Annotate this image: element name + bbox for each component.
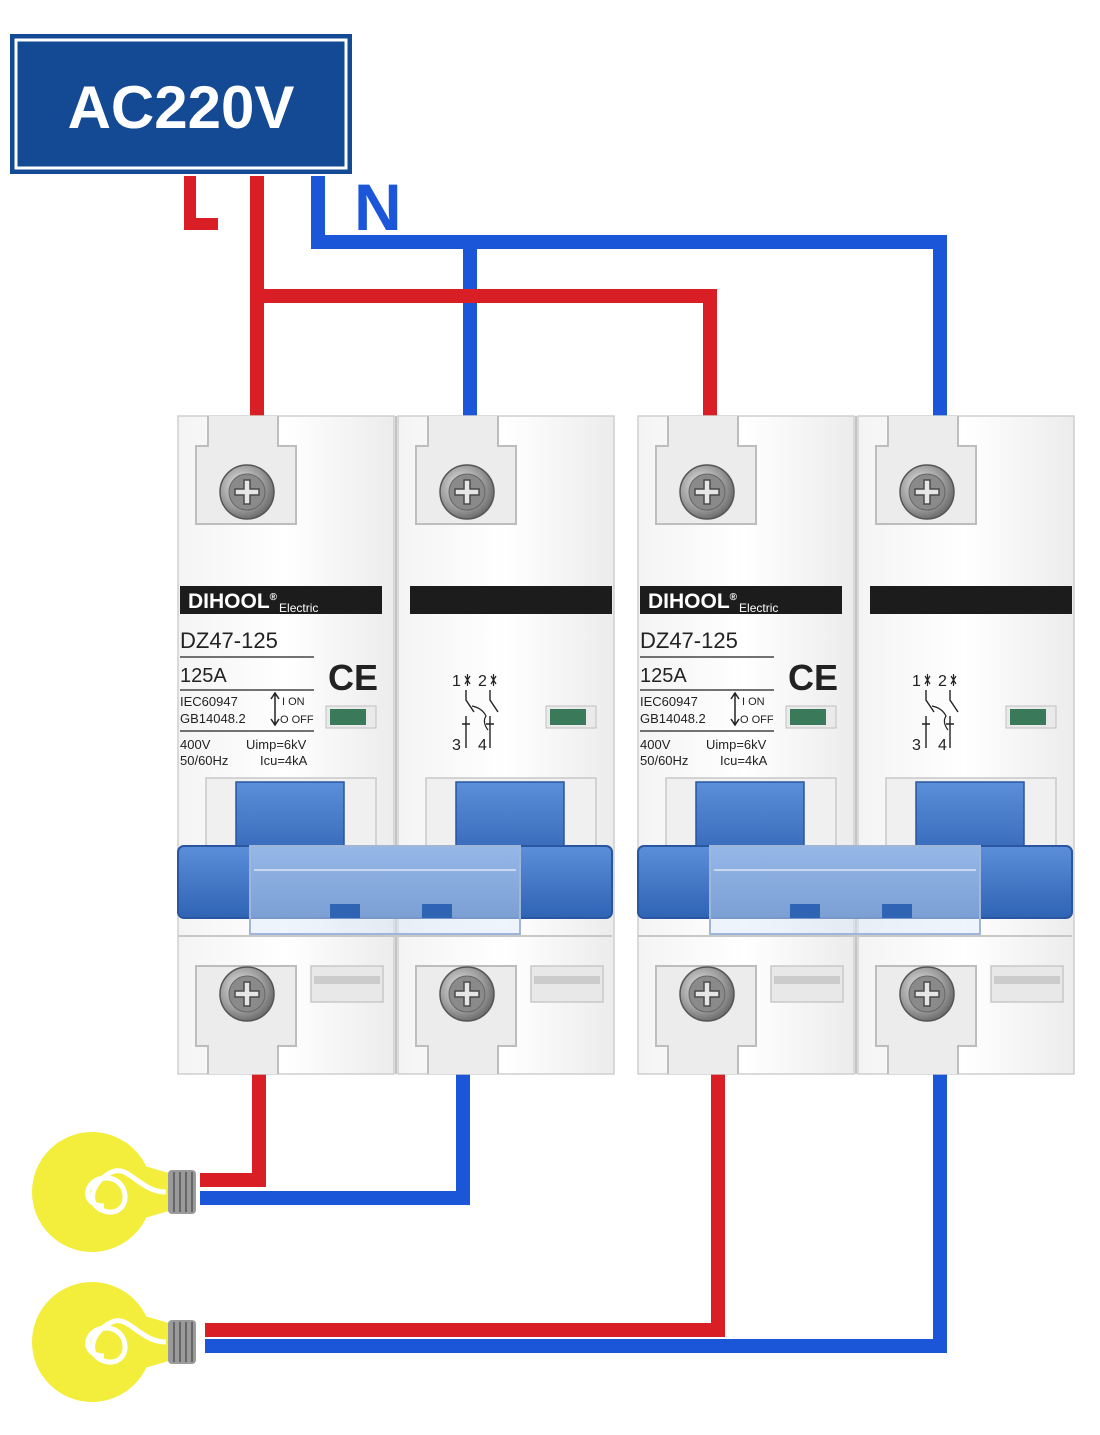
impulse-voltage: Uimp=6kV bbox=[246, 737, 307, 752]
status-indicator bbox=[330, 709, 366, 725]
breaker-pole bbox=[637, 415, 855, 1075]
screw-icon bbox=[899, 966, 955, 1022]
light-bulb-icon bbox=[32, 1282, 196, 1402]
rated-voltage: 400V bbox=[640, 737, 671, 752]
screw-icon bbox=[679, 464, 735, 520]
svg-text:1: 1 bbox=[452, 673, 461, 690]
neutral-wire-load-1 bbox=[200, 1074, 470, 1205]
light-bulb-icon bbox=[32, 1132, 196, 1252]
model-number: DZ47-125 bbox=[640, 628, 738, 653]
screw-icon bbox=[219, 464, 275, 520]
status-indicator bbox=[790, 709, 826, 725]
breaker-pole bbox=[177, 415, 395, 1075]
impulse-voltage: Uimp=6kV bbox=[706, 737, 767, 752]
brand-name: DIHOOL®Electric bbox=[648, 590, 778, 615]
status-indicator bbox=[550, 709, 586, 725]
current-rating: 125A bbox=[640, 665, 687, 687]
blank-label-bar bbox=[410, 586, 612, 614]
status-indicator bbox=[1010, 709, 1046, 725]
line-wire-load-2 bbox=[205, 1074, 725, 1337]
svg-text:1: 1 bbox=[912, 673, 921, 690]
neutral-label: N bbox=[354, 170, 402, 244]
breaking-capacity: Icu=4kA bbox=[260, 753, 308, 768]
svg-text:2: 2 bbox=[938, 673, 947, 690]
svg-text:4: 4 bbox=[938, 737, 947, 754]
breaking-capacity: Icu=4kA bbox=[720, 753, 768, 768]
ce-mark: CE bbox=[788, 657, 838, 698]
breaker-pole bbox=[857, 415, 1075, 1075]
screw-icon bbox=[439, 966, 495, 1022]
standard-label: GB14048.2 bbox=[180, 711, 246, 726]
off-label: O OFF bbox=[740, 714, 774, 726]
line-wire-load-1 bbox=[200, 1074, 266, 1187]
handle-tie-bar[interactable] bbox=[637, 845, 1073, 935]
ce-mark: CE bbox=[328, 657, 378, 698]
off-label: O OFF bbox=[280, 714, 314, 726]
supply-label: AC220V bbox=[68, 74, 295, 141]
handle-tie-bar[interactable] bbox=[177, 845, 613, 935]
breaker-pole bbox=[397, 415, 615, 1075]
screw-icon bbox=[679, 966, 735, 1022]
neutral-wire-trunk bbox=[311, 176, 947, 416]
screw-icon bbox=[219, 966, 275, 1022]
model-number: DZ47-125 bbox=[180, 628, 278, 653]
frequency: 50/60Hz bbox=[640, 753, 688, 768]
on-off-arrow-icon bbox=[730, 691, 740, 727]
current-rating: 125A bbox=[180, 665, 227, 687]
on-label: I ON bbox=[742, 696, 765, 708]
brand-name: DIHOOL®Electric bbox=[188, 590, 318, 615]
standard-label: IEC60947 bbox=[180, 694, 238, 709]
screw-icon bbox=[439, 464, 495, 520]
frequency: 50/60Hz bbox=[180, 753, 228, 768]
neutral-wire-load-2 bbox=[205, 1074, 947, 1353]
rated-voltage: 400V bbox=[180, 737, 211, 752]
svg-text:4: 4 bbox=[478, 737, 487, 754]
svg-text:3: 3 bbox=[452, 737, 461, 754]
wires bbox=[184, 176, 947, 1353]
supply-box: AC220V bbox=[10, 34, 352, 174]
line-label-hook bbox=[184, 176, 218, 230]
standard-label: IEC60947 bbox=[640, 694, 698, 709]
line-wire-branch bbox=[257, 289, 717, 416]
svg-text:2: 2 bbox=[478, 673, 487, 690]
standard-label: GB14048.2 bbox=[640, 711, 706, 726]
blank-label-bar bbox=[870, 586, 1072, 614]
screw-icon bbox=[899, 464, 955, 520]
svg-text:3: 3 bbox=[912, 737, 921, 754]
on-label: I ON bbox=[282, 696, 305, 708]
on-off-arrow-icon bbox=[270, 691, 280, 727]
